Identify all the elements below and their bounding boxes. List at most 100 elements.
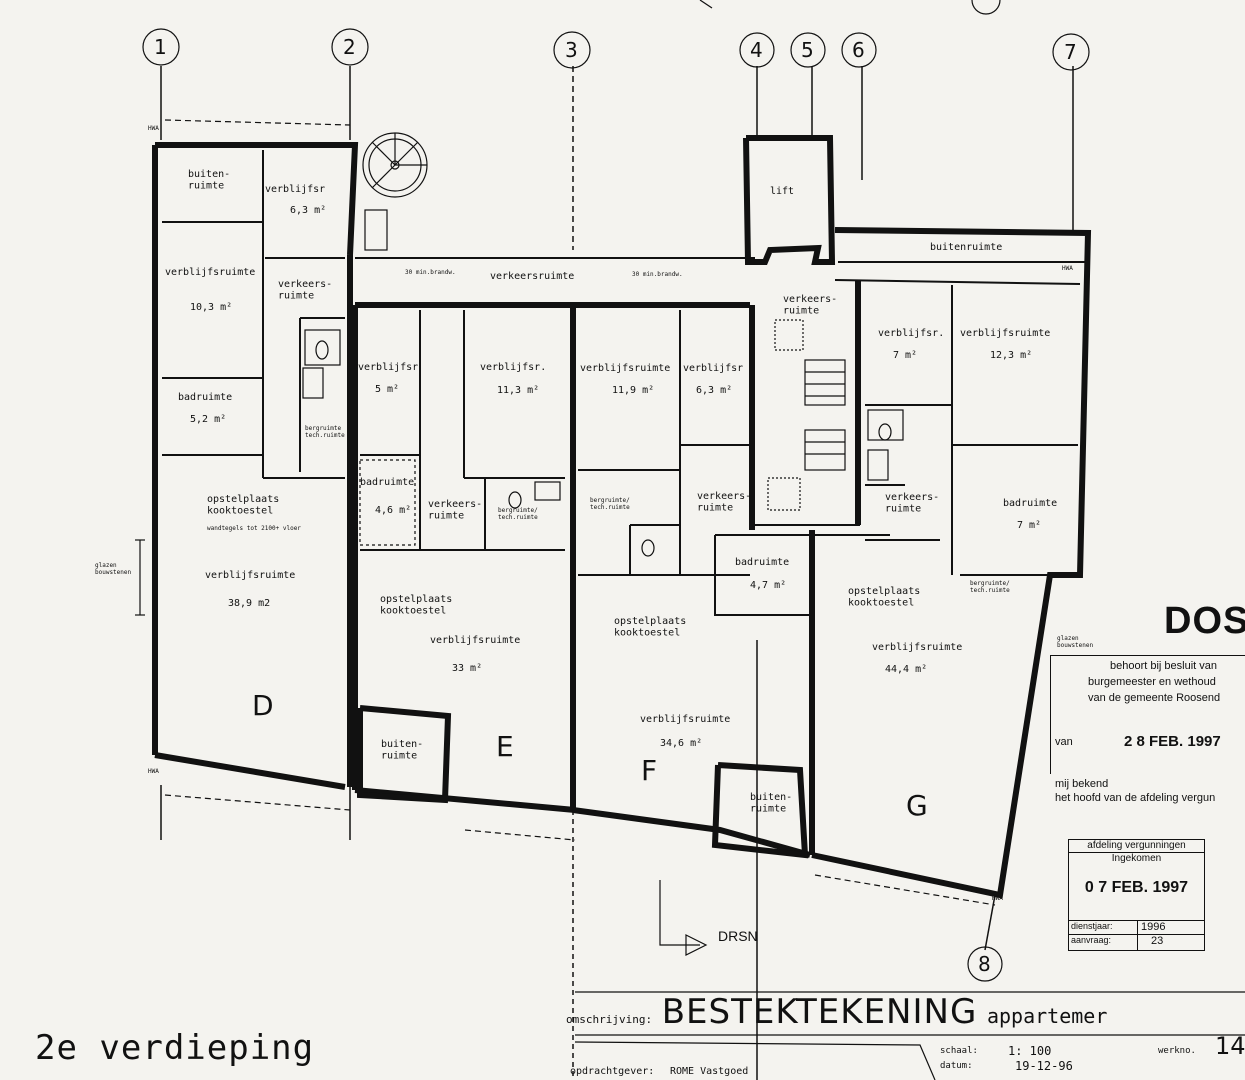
room-g-verblijfsr: verblijfsr. (878, 328, 944, 339)
inner-partitions (162, 150, 1085, 616)
vergun-aanvraag-value: 23 (1151, 935, 1164, 947)
schaal-label: schaal: (940, 1046, 978, 1056)
room-g-berg: bergruimte/tech.ruimte (970, 580, 1010, 594)
room-d-wandtegels: wandtegels tot 2100+ vloer (207, 525, 301, 532)
room-g-badruimte-area: 7 m² (1017, 520, 1041, 531)
corridor-verkeersruimte: verkeersruimte (490, 271, 574, 282)
room-d-buiten: buiten-ruimte (188, 169, 230, 192)
axis-grid-lines (160, 66, 1074, 1080)
room-d-verblijfsruimte1: verblijfsruimte (165, 267, 255, 278)
hwa-label-1: HWA (148, 125, 159, 132)
unit-label-d: D (252, 689, 274, 722)
room-d-verblijfsruimte2: verblijfsruimte (205, 570, 295, 581)
datum-label: datum: (940, 1061, 973, 1071)
room-e-verblijfsruimte-area: 33 m² (452, 663, 482, 674)
outer-walls (152, 135, 1092, 899)
axis-label-7: 7 (1064, 40, 1077, 64)
core-stairs (767, 319, 846, 511)
room-g-verblijfsruimte: verblijfsruimte (872, 642, 962, 653)
drsn-label: DRSN (718, 928, 758, 944)
axis-label-3: 3 (565, 38, 578, 62)
unit-label-e: E (496, 730, 514, 763)
dimension-lines (135, 119, 1245, 1080)
room-g-buitenruimte: buitenruimte (930, 242, 1002, 253)
sanitary-fixtures (302, 329, 904, 557)
floor-label: 2e verdieping (35, 1028, 315, 1068)
axis-label-2: 2 (343, 35, 356, 59)
axis-markers: 1 2 3 4 5 6 7 8 (142, 28, 1090, 982)
room-f-verblijfsr-area: 6,3 m² (696, 385, 732, 396)
brandw-left: 30 min.brandw. (405, 269, 456, 276)
room-f-verblijfsruimte1-area: 11,9 m² (612, 385, 654, 396)
room-f-verblijfsruimte1: verblijfsruimte (580, 363, 670, 374)
approval-stamp: behoort bij besluit van burgemeester en … (1050, 632, 1245, 807)
room-e-verkeersruimte: verkeers-ruimte (428, 499, 482, 522)
room-f-badruimte-area: 4,7 m² (750, 580, 786, 591)
stamp-date: 2 8 FEB. 1997 (1124, 733, 1221, 750)
werkno-value: 14 (1215, 1032, 1245, 1060)
room-e-verblijfsr-area: 5 m² (375, 384, 399, 395)
stamp-line-1: behoort bij besluit van (1110, 660, 1218, 672)
room-g-verblijfsruimte1-area: 12,3 m² (990, 350, 1032, 361)
stamp-van: van (1055, 736, 1073, 748)
room-g-verkeersruimte: verkeers-ruimte (885, 492, 939, 515)
room-d-verblijfsruimte1-area: 10,3 m² (190, 302, 232, 313)
room-f-badruimte: badruimte (735, 557, 789, 568)
datum-value: 19-12-96 (1015, 1059, 1073, 1073)
brandw-right: 30 min.brandw. (632, 271, 683, 278)
hwa-label-3: HWA (1062, 265, 1073, 272)
axis-label-5: 5 (801, 38, 814, 62)
vergun-header-1: afdeling vergunningen (1069, 840, 1204, 853)
stamp-line-2: burgemeester en wethoud (1088, 676, 1216, 688)
opdrachtgever-value: ROME Vastgoed (670, 1066, 749, 1077)
balconies (357, 705, 809, 859)
title-block: omschrijving: BESTEKTEKENING appartemer (566, 992, 1107, 1032)
room-d-badruimte-area: 5,2 m² (190, 414, 226, 425)
opdrachtgever-label: opdrachtgever: (570, 1066, 655, 1077)
unit-letters: D E F G (252, 689, 928, 822)
room-f-verblijfsr: verblijfsr (683, 363, 743, 374)
room-d-verblijfsruimte2-area: 38,9 m2 (228, 598, 270, 609)
room-lift: lift (770, 186, 794, 197)
room-g-verblijfsruimte-area: 44,4 m² (885, 664, 927, 675)
room-e-badruimte: badruimte (360, 477, 414, 488)
hwa-label-4: HWA (992, 895, 1003, 902)
stamp-frame (1050, 655, 1245, 774)
room-g-verblijfsruimte1: verblijfsruimte (960, 328, 1050, 339)
room-d-verkeersruimte: verkeers-ruimte (278, 279, 332, 302)
vergun-aanvraag-label: aanvraag: (1071, 935, 1112, 945)
room-e-berg: bergruimte/tech.ruimte (498, 507, 538, 521)
schaal-value: 1: 100 (1008, 1044, 1052, 1058)
omschrijving-label: omschrijving: (566, 1013, 653, 1026)
room-f-berg: bergruimte/tech.ruimte (590, 497, 630, 511)
vergun-header-2: Ingekomen (1111, 853, 1162, 864)
room-d-verblijfsr: verblijfsr (265, 184, 325, 195)
room-f-verblijfsruimte: verblijfsruimte (640, 714, 730, 725)
stamp-mij-bekend: mij bekend (1055, 778, 1109, 790)
stamp-hoofd: het hoofd van de afdeling vergun (1055, 792, 1216, 804)
room-f-verblijfsruimte-area: 34,6 m² (660, 738, 702, 749)
room-g-badruimte: badruimte (1003, 498, 1057, 509)
vergun-dienstjaar-label: dienstjaar: (1071, 921, 1113, 931)
vergun-dienstjaar-value: 1996 (1141, 921, 1166, 933)
room-f-buiten: buiten-ruimte (750, 792, 792, 815)
room-e-buiten: buiten-ruimte (381, 739, 423, 762)
axis-label-1: 1 (154, 35, 167, 59)
room-d-badruimte: badruimte (178, 392, 232, 403)
stamp-title: DOSS (1164, 600, 1245, 642)
axis-label-8: 8 (978, 952, 991, 976)
room-labels: buiten-ruimte verblijfsr 6,3 m² verblijf… (95, 125, 1094, 902)
werkno-label: werkno. (1158, 1046, 1196, 1056)
room-e-badruimte-area: 4,6 m² (375, 505, 411, 516)
unit-label-f: F (641, 754, 657, 787)
room-core-verkeersruimte: verkeers-ruimte (783, 294, 837, 317)
drawing-subtitle: appartemer (986, 1004, 1108, 1028)
room-e-verblijfsr2-area: 11,3 m² (497, 385, 539, 396)
